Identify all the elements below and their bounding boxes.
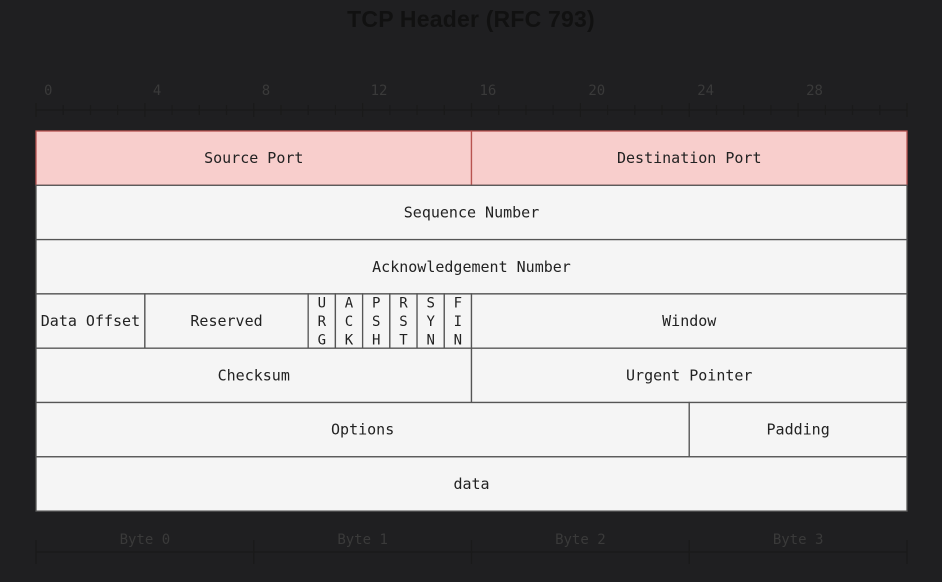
- field-reserved-label: Reserved: [190, 312, 262, 330]
- field-acknowledgement-number-label: Acknowledgement Number: [372, 258, 571, 276]
- flag-ack-letter: C: [345, 314, 353, 330]
- flag-urg-letter: R: [318, 314, 327, 330]
- bit-ruler-label: 12: [371, 83, 388, 99]
- flag-psh-letter: S: [372, 314, 380, 330]
- field-data-offset-cell: [35, 293, 146, 349]
- flag-ack-letter: A: [345, 296, 354, 312]
- field-options-label: Options: [331, 421, 394, 439]
- field-options-cell: [35, 401, 690, 458]
- flag-syn-letter: Y: [426, 314, 435, 330]
- byte-label: Byte 1: [337, 532, 388, 548]
- field-data-cell: [35, 456, 908, 512]
- field-data-offset-label: Data Offset: [41, 312, 140, 330]
- field-padding-label: Padding: [767, 421, 830, 439]
- field-acknowledgement-number-cell: [35, 238, 908, 295]
- bit-ruler-label: 16: [480, 83, 497, 99]
- flag-urg-letter: U: [318, 296, 326, 312]
- field-rst-cell: [389, 293, 418, 349]
- field-reserved-cell: [144, 293, 309, 349]
- bit-ruler-label: 4: [153, 83, 161, 99]
- flag-psh-letter: H: [372, 333, 380, 349]
- field-padding-cell: [688, 401, 908, 458]
- flag-psh-letter: P: [372, 296, 380, 312]
- flag-rst-letter: S: [399, 314, 407, 330]
- field-checksum-cell: [35, 347, 473, 404]
- field-urg-cell: [307, 293, 337, 349]
- bit-ruler-label: 8: [262, 83, 270, 99]
- field-psh-cell: [361, 293, 391, 349]
- field-urgent-pointer-label: Urgent Pointer: [626, 366, 752, 384]
- flag-syn-letter: S: [426, 296, 434, 312]
- field-ack-cell: [334, 293, 364, 349]
- bit-ruler-label: 28: [806, 83, 823, 99]
- field-data-label: data: [453, 475, 489, 493]
- byte-label: Byte 2: [555, 532, 606, 548]
- flag-urg-letter: G: [318, 333, 326, 349]
- bit-ruler-label: 24: [697, 83, 714, 99]
- field-window-label: Window: [662, 312, 717, 330]
- field-source-port-label: Source Port: [204, 149, 303, 167]
- field-urgent-pointer-cell: [470, 347, 908, 404]
- byte-label: Byte 3: [773, 532, 824, 548]
- field-window-cell: [470, 293, 908, 349]
- field-source-port-cell: [35, 130, 473, 186]
- flag-rst-letter: R: [399, 296, 408, 312]
- field-syn-cell: [416, 293, 445, 349]
- field-sequence-number-cell: [35, 184, 908, 241]
- field-checksum-label: Checksum: [218, 366, 290, 384]
- flag-fin-letter: N: [454, 333, 462, 349]
- flag-ack-letter: K: [345, 333, 354, 349]
- diagram-title: TCP Header (RFC 793): [347, 6, 595, 32]
- flag-fin-letter: I: [454, 314, 462, 330]
- bit-ruler-label: 20: [588, 83, 605, 99]
- field-destination-port-cell: [470, 130, 908, 186]
- flag-rst-letter: T: [399, 333, 408, 349]
- flag-syn-letter: N: [426, 333, 434, 349]
- flag-fin-letter: F: [454, 296, 462, 312]
- byte-label: Byte 0: [120, 532, 171, 548]
- bit-ruler-label: 0: [44, 83, 52, 99]
- field-destination-port-label: Destination Port: [617, 149, 762, 167]
- field-sequence-number-label: Sequence Number: [404, 203, 539, 221]
